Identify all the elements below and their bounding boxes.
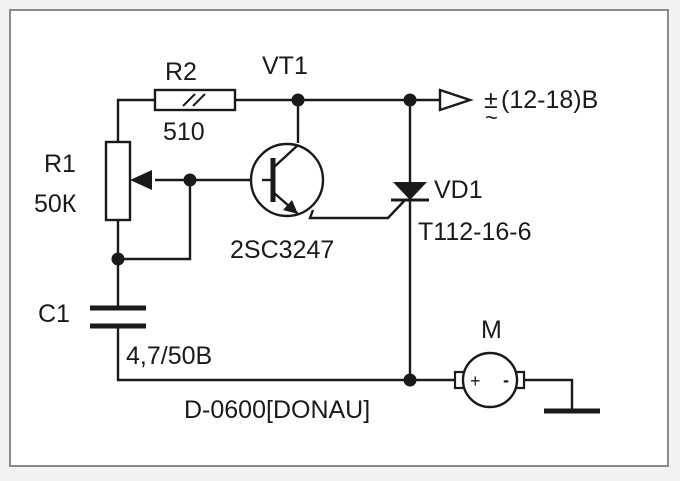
vt1-part: 2SC3247 xyxy=(230,236,334,264)
r1-designator: R1 xyxy=(44,150,76,178)
motor-body xyxy=(461,351,519,409)
transistor-vt1-envelope xyxy=(249,142,325,218)
diagram-border xyxy=(9,9,669,467)
supply-terminal: ± ~ (12-18)В xyxy=(438,86,598,130)
potentiometer-r1: R1 50К xyxy=(34,140,152,222)
r2-designator: R2 xyxy=(165,58,197,86)
wire-motor-to-ground xyxy=(524,378,574,409)
capacitor-c1: C1 4,7/50В xyxy=(38,300,212,370)
vd1-part: Т112-16-6 xyxy=(418,218,532,246)
motor-m: + - M D-0600[DONAU] xyxy=(184,316,526,424)
supply-voltage: (12-18)В xyxy=(501,86,598,114)
junction-node xyxy=(183,173,197,187)
supply-tilde: ~ xyxy=(485,105,498,130)
c1-designator: C1 xyxy=(38,300,70,328)
resistor-r2: R2 510 xyxy=(153,58,237,146)
transistor-collector-lead xyxy=(272,144,299,169)
wire-emitter-to-gate xyxy=(308,199,406,220)
supply-sign: ± xyxy=(484,86,498,114)
transistor-vt1: VT1 2SC3247 xyxy=(230,52,334,264)
wire-base-loop xyxy=(118,180,192,261)
thyristor-vd1: VD1 Т112-16-6 xyxy=(391,176,532,246)
r2-value: 510 xyxy=(163,118,205,146)
power-rating-mark xyxy=(182,93,196,107)
junction-node xyxy=(111,252,125,266)
wiper-arrow-icon xyxy=(130,170,152,190)
junction-node xyxy=(403,373,417,387)
junction-node xyxy=(403,93,417,107)
r1-value: 50К xyxy=(34,190,77,218)
m-part: D-0600[DONAU] xyxy=(184,396,370,424)
m-designator: M xyxy=(481,316,502,344)
c1-value: 4,7/50В xyxy=(126,342,212,370)
terminal-arrow-icon xyxy=(438,88,474,112)
vd1-designator: VD1 xyxy=(434,176,483,204)
vt1-designator: VT1 xyxy=(262,52,308,80)
motor-pole-plus: + xyxy=(470,371,481,391)
motor-pole-minus: - xyxy=(503,370,509,390)
resistor-r2-body xyxy=(153,88,237,112)
emitter-arrow-icon xyxy=(283,200,298,214)
junction-node xyxy=(291,93,305,107)
wire-r1-to-r2 xyxy=(116,98,155,142)
junctions xyxy=(111,93,417,387)
wire-bottom-rail xyxy=(116,326,410,382)
potentiometer-r1-body xyxy=(104,140,132,222)
thyristor-triangle-icon xyxy=(393,182,427,200)
power-rating-mark xyxy=(192,93,206,107)
